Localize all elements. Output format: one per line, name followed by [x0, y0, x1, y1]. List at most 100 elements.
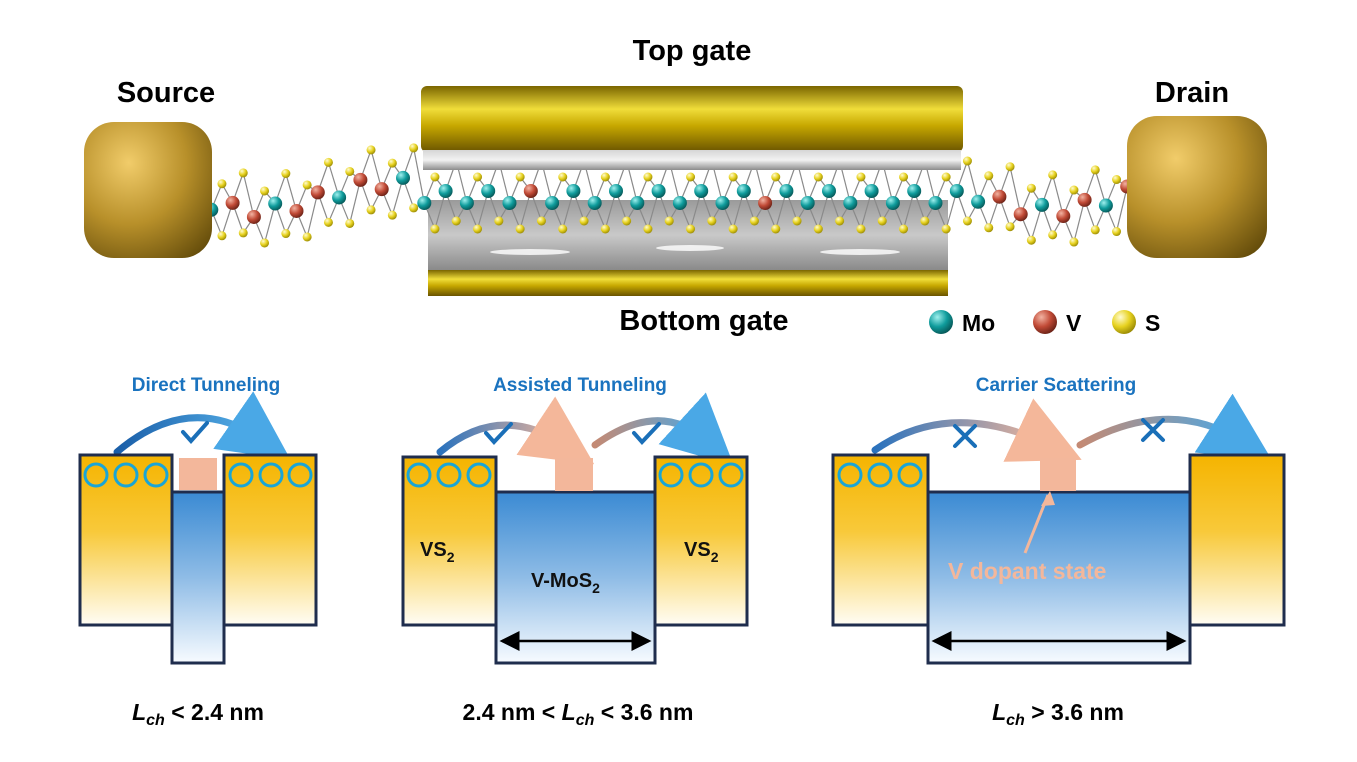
mo-atom — [672, 196, 687, 210]
scattering-arrow-out — [1076, 393, 1273, 461]
mo-atom — [779, 184, 794, 198]
tunneling-arrow-out — [591, 392, 734, 466]
mo-atom — [459, 196, 474, 210]
cross-mark-icon — [1141, 418, 1165, 442]
v-atom — [1056, 209, 1071, 224]
s-atom — [217, 231, 227, 241]
v-atom — [1013, 207, 1028, 222]
s-atom — [813, 172, 823, 182]
tunneling-arrow-in — [436, 396, 595, 465]
mo-atom — [971, 194, 986, 209]
s-atom — [323, 157, 333, 167]
v-atom — [289, 203, 304, 218]
s-atom — [771, 224, 781, 234]
mo-atom — [609, 184, 623, 198]
carriers-right — [228, 462, 313, 488]
mo-atom — [332, 190, 347, 205]
v-atom — [310, 185, 325, 200]
direct-tunneling-condition: Lch < 2.4 nm — [132, 699, 264, 729]
s-atom — [1048, 170, 1058, 180]
panel-direct-tunneling: Direct Tunneling Lch < 2.4 nm — [78, 375, 318, 729]
mo-atom — [438, 184, 453, 198]
s-atom — [260, 186, 270, 196]
carriers-right — [658, 462, 744, 488]
s-atom — [686, 172, 696, 182]
v-atom — [225, 195, 240, 210]
v-atom — [246, 209, 261, 224]
dopant-label: V dopant state — [948, 558, 1106, 584]
s-atom — [771, 172, 781, 182]
s-atom — [387, 210, 397, 220]
s-atom — [1069, 237, 1079, 247]
mo-atom — [949, 184, 964, 198]
mo-atom — [587, 196, 602, 210]
s-atom — [1026, 183, 1036, 193]
s-atom — [1112, 227, 1122, 237]
mo-atom — [928, 196, 943, 210]
s-atom — [686, 224, 696, 234]
s-atom — [473, 172, 483, 182]
top-gate-electrode — [421, 86, 963, 170]
s-atom — [1026, 235, 1036, 245]
s-atom — [920, 216, 930, 226]
carriers-left — [406, 462, 492, 488]
panel-assisted-tunneling: Assisted Tunneling VS2 VS2 V-MoS2 2.4 nm… — [401, 375, 749, 729]
s-atom — [515, 224, 525, 234]
s-atom — [643, 172, 653, 182]
s-atom — [238, 168, 248, 178]
carrier-scattering-title: Carrier Scattering — [976, 375, 1137, 396]
s-atom — [409, 143, 419, 153]
mo-atom — [268, 196, 283, 211]
dopant-pointer-head — [1041, 491, 1055, 506]
mo-atom — [1098, 198, 1113, 213]
s-atom — [323, 217, 333, 227]
s-atom — [941, 172, 951, 182]
channel-band — [170, 490, 226, 665]
check-mark-icon — [632, 422, 661, 445]
carriers-left — [83, 462, 169, 488]
s-atom — [558, 224, 568, 234]
s-atom — [558, 172, 568, 182]
s-atom — [792, 216, 802, 226]
device-illustration: Top gate Bottom gate Source Drain — [84, 35, 1267, 337]
right-band-label: VS2 — [684, 539, 719, 565]
s-atom — [664, 216, 674, 226]
v-atom — [523, 184, 538, 198]
mo-atom — [800, 196, 815, 210]
s-atom — [494, 216, 504, 226]
v-atom — [758, 196, 773, 210]
s-atom — [1069, 185, 1079, 195]
direct-tunneling-title: Direct Tunneling — [132, 375, 280, 396]
scattering-arrow-in — [871, 398, 1082, 462]
dopant-state — [555, 458, 593, 491]
s-atom — [984, 223, 994, 233]
s-atom — [430, 172, 440, 182]
mo-atom — [822, 184, 836, 198]
mo-atom — [566, 184, 581, 198]
left-band — [78, 453, 174, 627]
mo-atom — [736, 184, 751, 198]
s-atom — [835, 216, 845, 226]
s-atom — [856, 224, 866, 234]
s-atom — [302, 180, 312, 190]
s-atom — [281, 229, 291, 239]
tunneling-arrow — [113, 391, 291, 460]
source-electrode — [84, 122, 212, 258]
carriers-left — [837, 462, 923, 488]
mo-atom — [907, 184, 922, 198]
s-atom — [1090, 165, 1100, 175]
s-atom — [600, 172, 610, 182]
s-atom — [366, 205, 376, 215]
mo-atom — [481, 184, 496, 198]
s-atom — [1048, 230, 1058, 240]
s-atom — [1005, 162, 1015, 172]
s-atom — [1005, 222, 1015, 232]
mo-atom — [694, 184, 709, 198]
s-atom — [281, 169, 291, 179]
s-atom — [728, 172, 738, 182]
s-atom — [813, 224, 823, 234]
s-atom — [600, 224, 610, 234]
mo-atom — [715, 196, 730, 210]
right-band — [1188, 453, 1286, 627]
